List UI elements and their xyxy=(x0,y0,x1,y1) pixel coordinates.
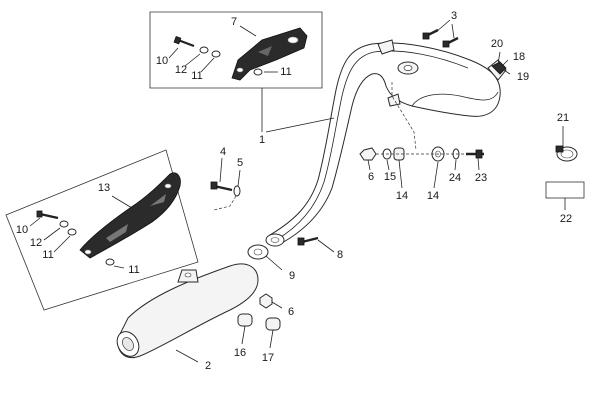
callout-20: 20 xyxy=(491,38,503,50)
screws-3 xyxy=(422,19,459,48)
screw-lower xyxy=(36,210,59,220)
callout-23: 23 xyxy=(475,172,487,184)
callout-14-a: 14 xyxy=(396,190,408,202)
callout-4: 4 xyxy=(220,146,226,158)
hose-clamp xyxy=(555,126,578,162)
washer-lower-11b xyxy=(105,258,115,266)
leader-1 xyxy=(265,117,335,133)
washer-upper-11b xyxy=(253,68,263,76)
callout-labels: 1 2 3 4 5 6 6 7 8 9 10 10 11 11 11 11 12… xyxy=(16,10,572,372)
screw-upper xyxy=(173,35,195,48)
clamp-spring-18-20 xyxy=(491,51,511,75)
callout-10-lower: 10 xyxy=(16,224,28,236)
washer-lower-12 xyxy=(59,220,69,228)
callout-5: 5 xyxy=(237,157,243,169)
bolt-4-washer-5 xyxy=(210,157,241,197)
callout-11-lower-a: 11 xyxy=(42,249,53,261)
dashed-guide-bolt4 xyxy=(213,195,237,211)
washer-lower-11 xyxy=(67,228,77,236)
callout-14-b: 14 xyxy=(427,190,439,202)
dashed-guide-flange xyxy=(391,82,417,151)
label-sticker xyxy=(545,181,585,199)
callout-12-upper: 12 xyxy=(175,64,187,76)
callout-21: 21 xyxy=(557,112,569,124)
washer-upper-12 xyxy=(199,46,209,54)
callout-17: 17 xyxy=(262,352,274,364)
callout-6-lower: 6 xyxy=(288,306,294,318)
callout-8: 8 xyxy=(337,249,343,261)
gasket-9 xyxy=(247,244,283,271)
callout-11-upper-a: 11 xyxy=(191,70,202,82)
callout-18: 18 xyxy=(513,51,525,63)
callout-22: 22 xyxy=(560,213,572,225)
callout-10-upper: 10 xyxy=(156,55,168,67)
muffler xyxy=(116,263,259,363)
callout-16: 16 xyxy=(234,347,246,359)
callout-3: 3 xyxy=(451,10,457,22)
heat-shield-inset-frame xyxy=(149,11,323,102)
callout-1: 1 xyxy=(259,134,265,146)
bushing-16 xyxy=(237,313,253,345)
exhaust-header-pipe xyxy=(269,39,507,245)
heat-shield-upper xyxy=(231,27,308,81)
bolt-8 xyxy=(297,236,335,253)
callout-9: 9 xyxy=(289,270,295,282)
callout-15: 15 xyxy=(384,171,396,183)
callout-2: 2 xyxy=(205,360,211,372)
callout-13: 13 xyxy=(98,182,110,194)
washer-upper-11 xyxy=(211,50,221,58)
nut-6-lower xyxy=(259,293,283,309)
callout-11-upper-b: 11 xyxy=(280,66,291,78)
callout-19: 19 xyxy=(517,71,529,83)
heat-shield-muffler xyxy=(79,172,181,259)
callout-12-lower: 12 xyxy=(30,237,42,249)
muffler-shield-inset-frame xyxy=(5,149,199,311)
callout-24: 24 xyxy=(449,172,461,184)
callout-11-lower-b: 11 xyxy=(128,264,139,276)
callout-7: 7 xyxy=(231,16,237,28)
callout-6-right: 6 xyxy=(368,171,374,183)
bushing-17 xyxy=(265,317,281,349)
